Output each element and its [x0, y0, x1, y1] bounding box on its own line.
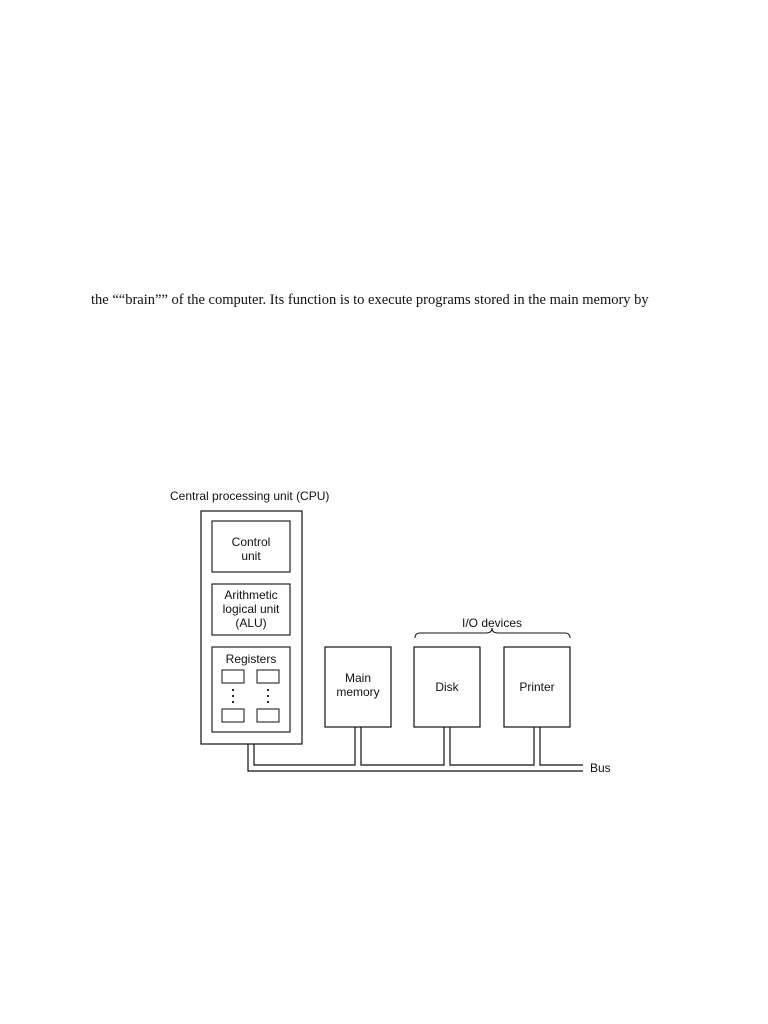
main-memory-box: [324, 646, 392, 728]
printer-box: [503, 646, 571, 728]
register-cell: [221, 669, 245, 684]
register-ellipsis: [231, 688, 270, 704]
control-unit-label-1: Control: [232, 535, 271, 549]
io-devices-label: I/O devices: [462, 616, 522, 630]
printer-label: Printer: [519, 680, 554, 694]
register-cell: [221, 708, 245, 723]
cpu-box: [200, 510, 303, 745]
alu-label-3: (ALU): [235, 616, 266, 630]
bus-lines: [247, 727, 583, 772]
control-unit-box: [211, 520, 291, 573]
main-memory-label-2: memory: [336, 685, 379, 699]
registers-label: Registers: [226, 652, 277, 666]
alu-box: [211, 583, 291, 636]
registers-box: [211, 646, 291, 733]
disk-label: Disk: [435, 680, 459, 694]
main-memory-label-1: Main: [345, 671, 371, 685]
bus-label: Bus: [590, 761, 611, 775]
control-unit-label-2: unit: [241, 549, 261, 563]
register-cell: [256, 708, 280, 723]
body-text-line: the ““brain”” of the computer. Its funct…: [91, 292, 649, 308]
io-devices-brace: [414, 627, 571, 639]
cpu-label: Central processing unit (CPU): [170, 489, 329, 503]
alu-label-2: logical unit: [223, 602, 280, 616]
disk-box: [413, 646, 481, 728]
register-cell: [256, 669, 280, 684]
alu-label-1: Arithmetic: [224, 588, 277, 602]
